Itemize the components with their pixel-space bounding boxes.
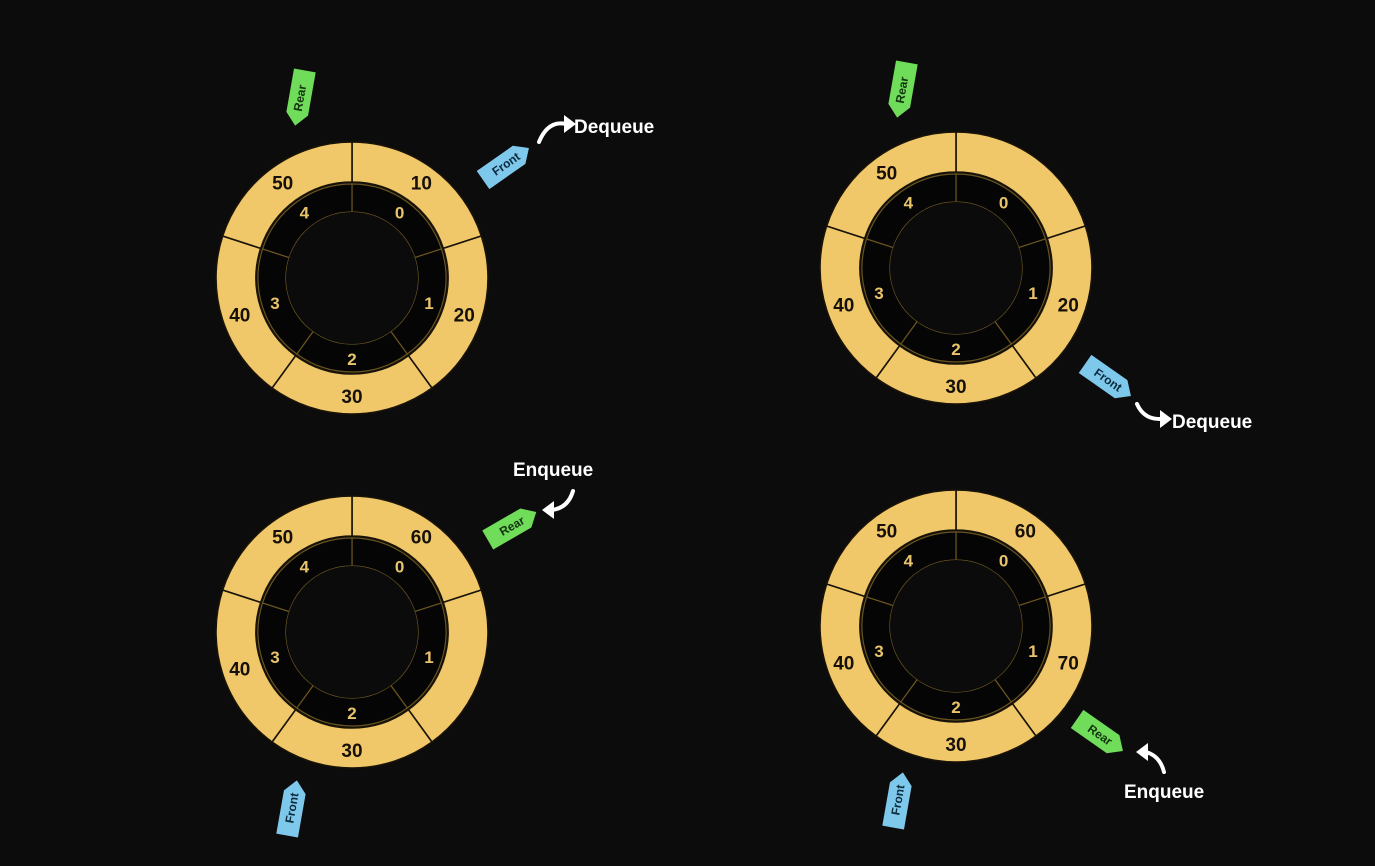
front-pointer: Front (882, 772, 912, 830)
front-pointer: Front (1078, 354, 1131, 399)
slot-index-3: 3 (874, 284, 883, 303)
rear-pointer: Rear (1070, 709, 1123, 754)
curved-arrow-right-icon (537, 121, 568, 144)
rear-pointer: Rear (482, 508, 537, 550)
arrowhead-icon (1136, 743, 1148, 761)
ring-center (286, 566, 418, 698)
slot-value-0: 10 (411, 174, 432, 195)
queue-slot-4 (221, 495, 353, 604)
slot-index-2: 2 (347, 350, 356, 369)
front-pointer: Front (276, 780, 306, 838)
slot-value-1: 70 (1058, 653, 1079, 674)
operation-dequeue: Dequeue (537, 115, 654, 144)
ring-center (890, 202, 1022, 334)
curved-arrow-right-icon (1135, 402, 1164, 422)
operation-label: Dequeue (574, 117, 654, 138)
rear-pointer: Rear (888, 60, 918, 118)
curved-arrow-left-icon (550, 489, 575, 512)
arrowhead-icon (1160, 410, 1172, 428)
operation-enqueue: Enqueue (1124, 743, 1204, 803)
slot-value-1: 20 (454, 305, 475, 326)
operation-dequeue: Dequeue (1135, 402, 1252, 433)
rear-pointer-shape (286, 68, 316, 126)
operation-label: Enqueue (1124, 782, 1204, 803)
slot-index-1: 1 (1028, 284, 1037, 303)
slot-value-1: 20 (1058, 295, 1079, 316)
queue-slot-4 (221, 141, 353, 250)
slot-value-2: 30 (341, 387, 362, 408)
queue-slot-4 (825, 489, 957, 598)
slot-index-4: 4 (904, 551, 914, 570)
slot-index-0: 0 (395, 557, 404, 576)
slot-value-2: 30 (945, 377, 966, 398)
slot-index-2: 2 (347, 704, 356, 723)
slot-value-3: 40 (229, 659, 250, 680)
slot-value-4: 50 (272, 528, 293, 549)
slot-value-3: 40 (833, 653, 854, 674)
slot-value-4: 50 (876, 522, 897, 543)
slot-value-2: 30 (945, 735, 966, 756)
rear-pointer-shape (482, 508, 537, 550)
operation-label: Dequeue (1172, 412, 1252, 433)
slot-index-0: 0 (999, 551, 1008, 570)
slot-index-4: 4 (300, 203, 310, 222)
arrowhead-icon (564, 115, 576, 133)
curved-arrow-left-icon (1144, 750, 1166, 774)
slot-value-0: 60 (411, 528, 432, 549)
queue-slot-4 (825, 131, 957, 240)
rear-pointer-shape (1070, 709, 1123, 754)
operation-enqueue: Enqueue (513, 460, 593, 519)
ring-center (890, 560, 1022, 692)
slot-value-3: 40 (229, 305, 250, 326)
rear-pointer: Rear (286, 68, 316, 126)
front-pointer-shape (1078, 354, 1131, 399)
slot-index-2: 2 (951, 698, 960, 717)
front-pointer-shape (476, 145, 529, 190)
slot-value-4: 50 (876, 164, 897, 185)
slot-value-2: 30 (341, 741, 362, 762)
slot-value-3: 40 (833, 295, 854, 316)
slot-index-2: 2 (951, 340, 960, 359)
front-pointer-label: Front (888, 784, 907, 817)
slot-index-3: 3 (270, 294, 279, 313)
slot-value-0: 60 (1015, 522, 1036, 543)
ring-center (286, 212, 418, 344)
arrowhead-icon (542, 501, 554, 519)
rear-pointer-label: Rear (291, 83, 309, 112)
rear-pointer-shape (888, 60, 918, 118)
slot-index-1: 1 (424, 294, 433, 313)
slot-index-0: 0 (999, 193, 1008, 212)
slot-index-3: 3 (270, 648, 279, 667)
slot-index-0: 0 (395, 203, 404, 222)
front-pointer-shape (882, 772, 912, 830)
slot-index-4: 4 (300, 557, 310, 576)
slot-index-1: 1 (1028, 642, 1037, 661)
operation-label: Enqueue (513, 460, 593, 481)
front-pointer-shape (276, 780, 306, 838)
slot-index-4: 4 (904, 193, 914, 212)
slot-index-3: 3 (874, 642, 883, 661)
slot-value-4: 50 (272, 174, 293, 195)
front-pointer-label: Front (282, 792, 301, 825)
slot-index-1: 1 (424, 648, 433, 667)
front-pointer: Front (476, 145, 529, 190)
rear-pointer-label: Rear (893, 75, 911, 104)
